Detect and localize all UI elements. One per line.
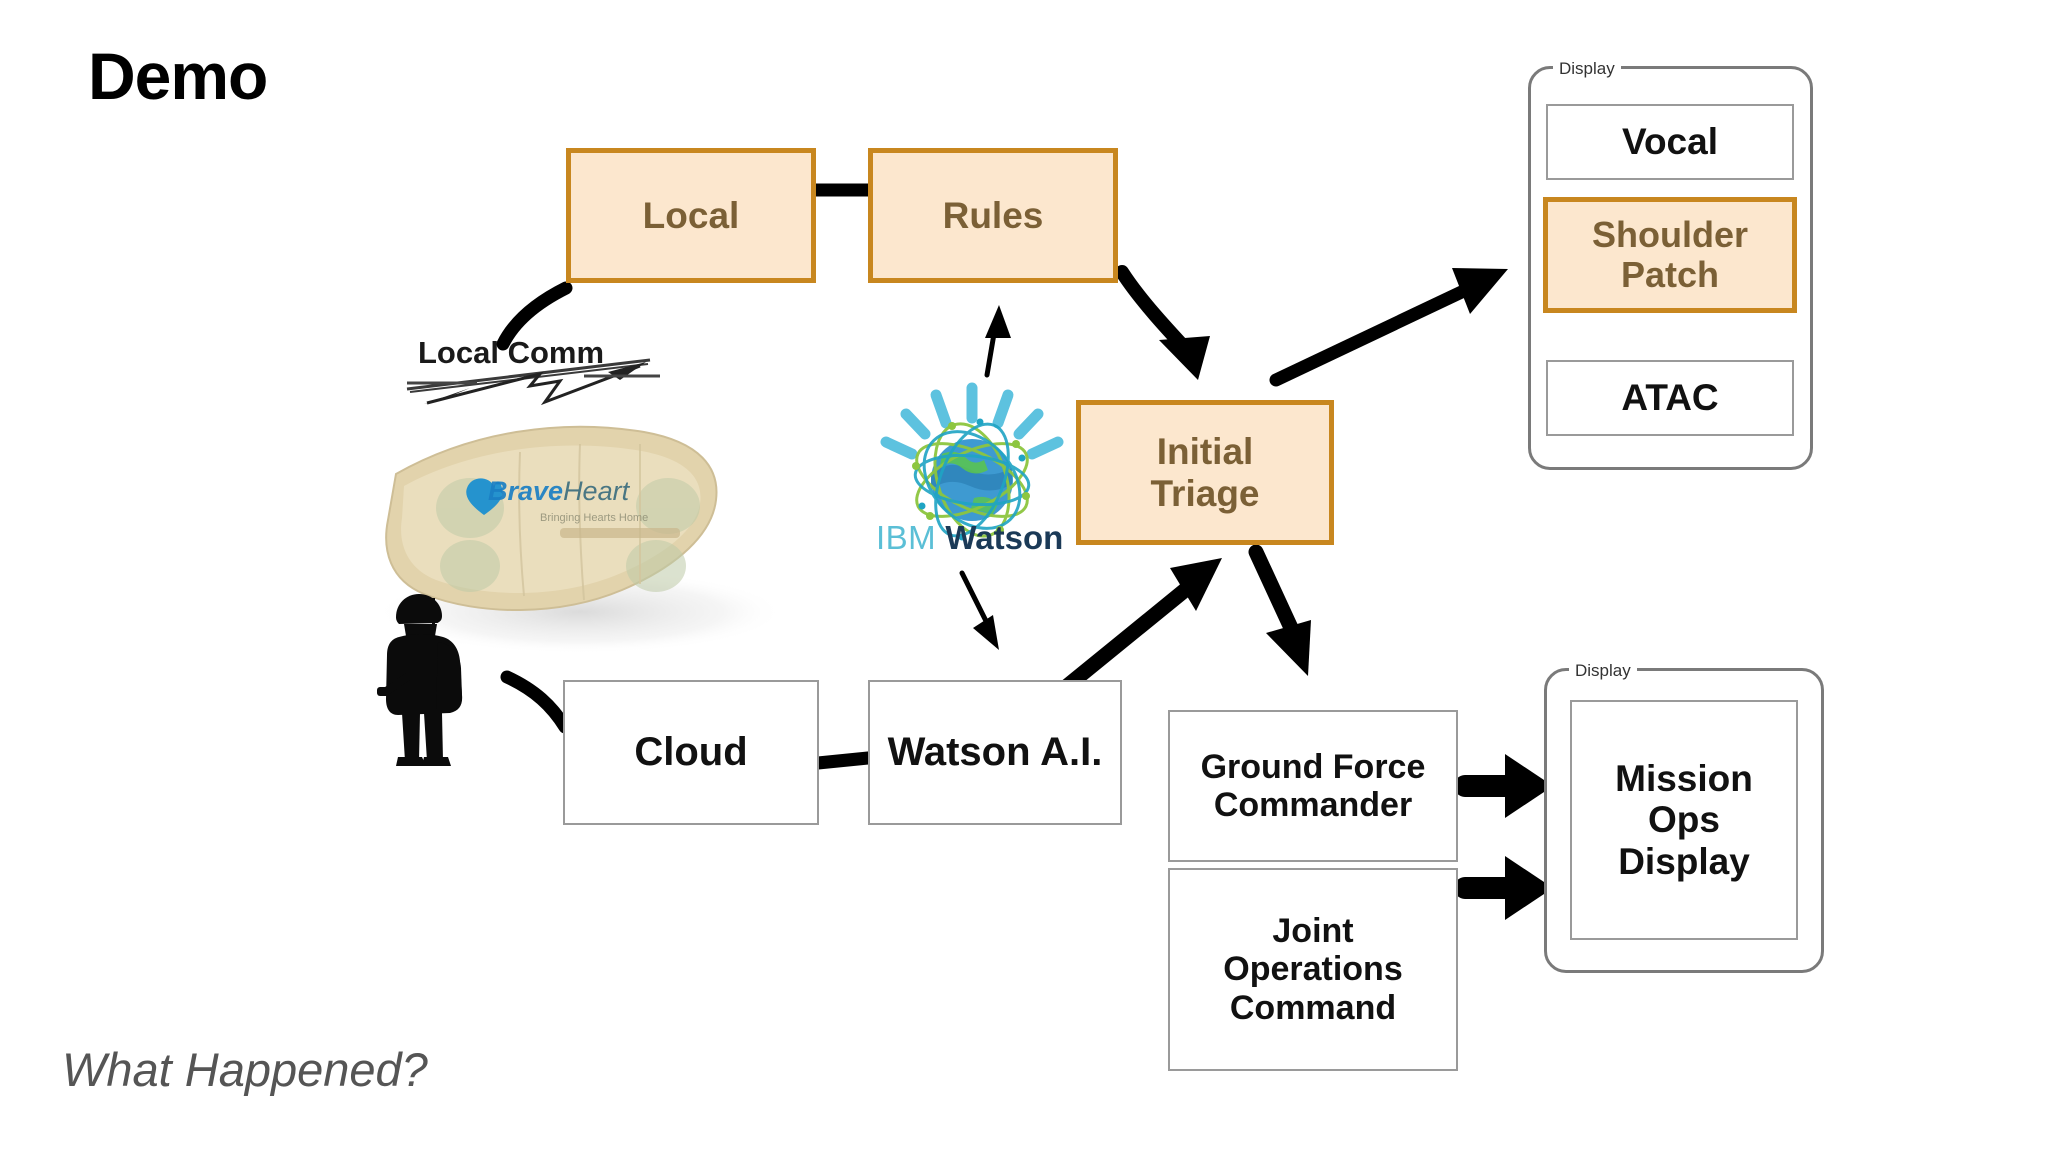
arrow-watson-to-rules [984,305,1011,378]
node-cloud[interactable]: Cloud [563,680,819,825]
arrow-triage-to-shoulder-patch [1269,268,1508,387]
footer-question: What Happened? [62,1043,428,1096]
node-vocal[interactable]: Vocal [1546,104,1794,180]
node-shoulder-patch-label-line2: Patch [1620,254,1720,295]
arrow-watson-to-watson-ai [959,570,999,650]
node-vocal-label: Vocal [1622,121,1718,163]
node-watson-ai-label: Watson A.I. [887,730,1103,775]
ibm-watson-prefix: IBM [876,519,937,556]
node-initial-triage-label-line1: Initial [1156,431,1254,473]
node-ground-force-commander[interactable]: Ground Force Commander [1168,710,1458,862]
arrow-ground-force-to-mission-ops [1454,754,1553,818]
arrow-joint-ops-to-mission-ops [1454,856,1553,920]
node-joint-operations-command[interactable]: Joint Operations Command [1168,868,1458,1071]
braveheart-suffix: Heart [563,476,630,506]
display-group-bottom-legend: Display [1569,662,1637,679]
node-local-label: Local [642,194,740,236]
connector-soldier-to-cloud [500,670,572,734]
braveheart-prefix: Brave [488,476,564,506]
braveheart-tagline: Bringing Hearts Home [540,512,649,524]
node-initial-triage-label-line2: Triage [1150,472,1260,514]
page-title: Demo [88,39,268,113]
node-joint-operations-command-label-line2: Operations [1223,950,1403,989]
node-shoulder-patch-label-line1: Shoulder [1591,213,1748,255]
node-rules[interactable]: Rules [868,148,1118,283]
node-mission-ops-display-label-line2: Ops [1648,799,1720,841]
display-group-top-legend: Display [1553,60,1621,77]
node-mission-ops-display[interactable]: Mission Ops Display [1570,700,1798,940]
local-comm-label: Local Comm [418,335,605,370]
node-shoulder-patch[interactable]: Shoulder Patch [1543,197,1797,313]
node-joint-operations-command-label-line3: Command [1229,988,1397,1027]
ibm-watson-name: Watson [945,519,1064,556]
soldier-silhouette-icon [377,594,463,766]
node-rules-label: Rules [942,194,1044,236]
node-initial-triage[interactable]: Initial Triage [1076,400,1334,545]
node-mission-ops-display-label-line1: Mission [1615,757,1753,799]
node-watson-ai[interactable]: Watson A.I. [868,680,1122,825]
node-mission-ops-display-label-line3: Display [1618,840,1750,882]
ibm-watson-logo-text: IBM Watson [876,521,1063,554]
node-joint-operations-command-label-line1: Joint [1272,912,1354,951]
braveheart-logo-text: BraveHeart [488,478,629,505]
node-local[interactable]: Local [566,148,816,283]
arrow-rules-to-initial-triage [1115,265,1210,380]
node-atac[interactable]: ATAC [1546,360,1794,436]
node-cloud-label: Cloud [634,730,748,775]
braveheart-patch-image [375,425,785,654]
node-atac-label: ATAC [1621,377,1719,419]
arrow-watson-ai-to-initial-triage [1042,558,1222,708]
node-ground-force-commander-label-line1: Ground Force [1200,747,1426,786]
node-ground-force-commander-label-line2: Commander [1213,786,1413,824]
arrow-triage-to-ground-force [1248,544,1311,676]
